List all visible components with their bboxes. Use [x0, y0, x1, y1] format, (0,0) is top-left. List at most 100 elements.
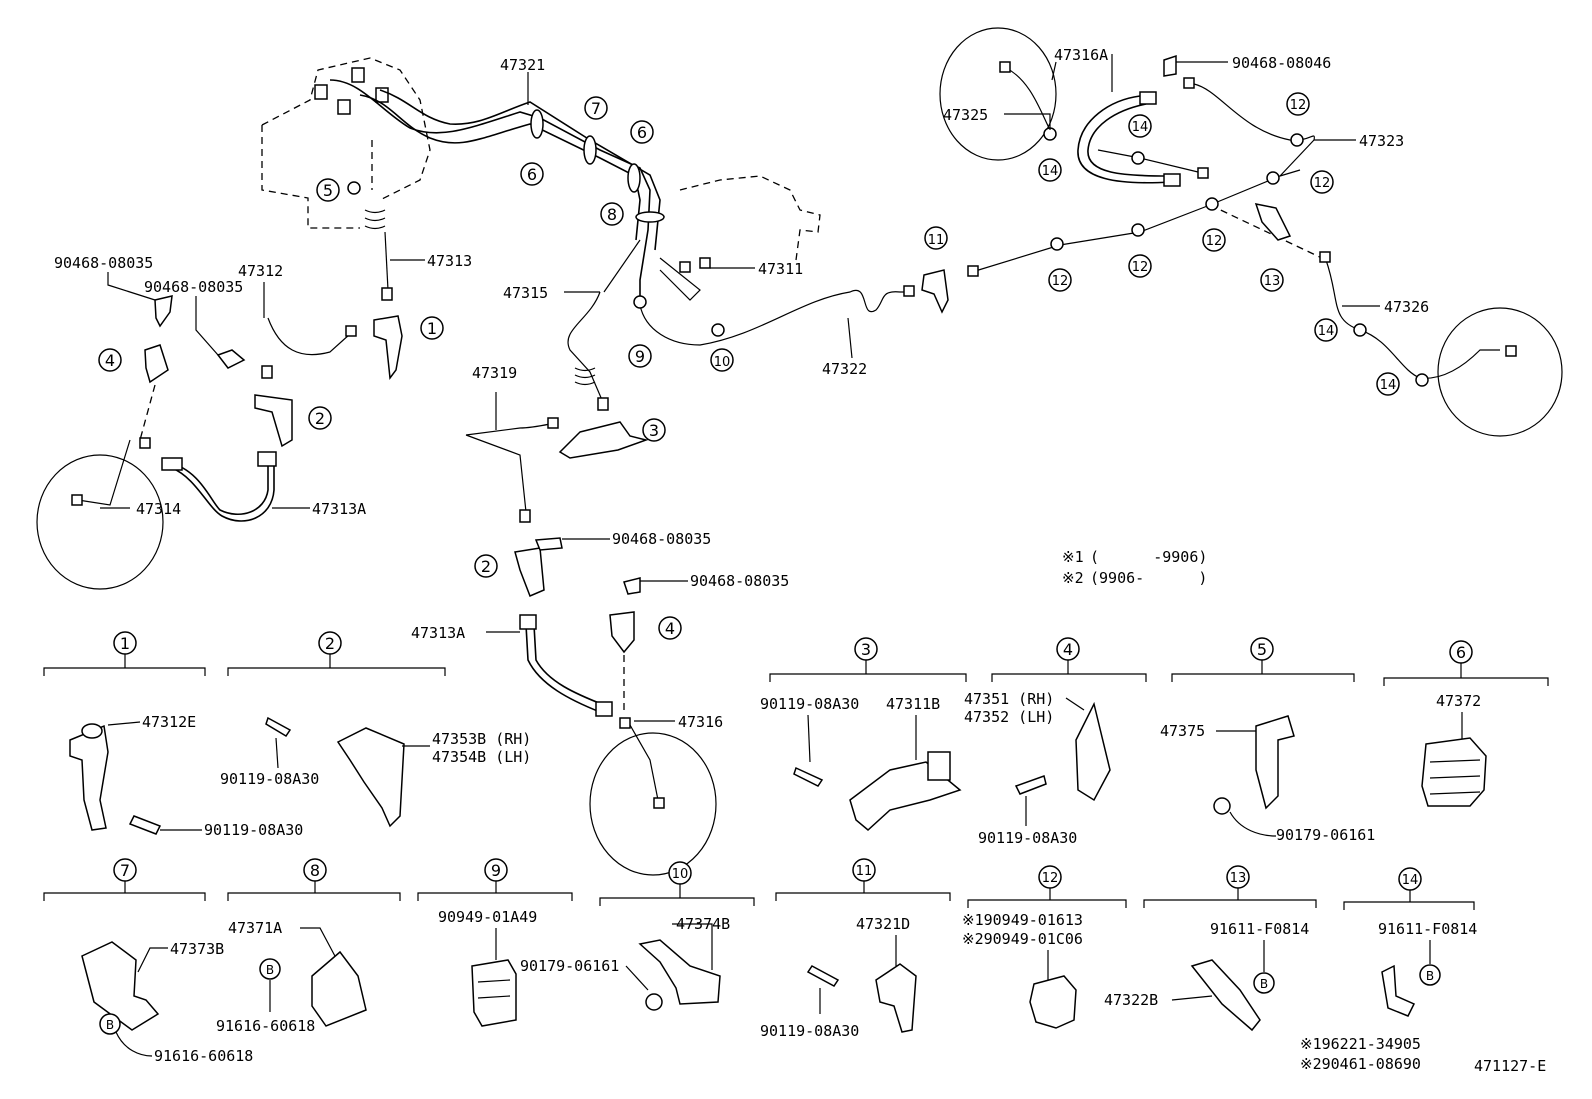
fitting [699, 257, 711, 269]
fitting [381, 287, 393, 301]
fitting [547, 417, 559, 429]
fitting [1197, 167, 1209, 179]
part-47372 [1421, 737, 1487, 807]
fitting [1505, 345, 1517, 357]
label-90468-08035-b: 90468-08035 [144, 278, 243, 296]
ref-12d: 12 [1314, 176, 1331, 191]
label-47351: 47351 (RH) [964, 690, 1054, 708]
part-47373B [81, 941, 160, 1031]
group-6-number: 6 [1456, 643, 1466, 662]
bolt [793, 766, 824, 787]
bracket-4 [144, 344, 169, 384]
group-9-number: 9 [491, 861, 501, 880]
part-90949-01A49 [471, 959, 517, 1027]
label-47325: 47325 [943, 106, 988, 124]
group-12-number: 12 [1042, 871, 1059, 886]
detail-group-12: 12 ※190949-01613 ※290949-01C06 [962, 865, 1127, 1029]
label-47321D: 47321D [856, 915, 910, 933]
marker-B-g13: B [1260, 977, 1268, 991]
label-90468-08035-c: 90468-08035 [612, 530, 711, 548]
fitting [1183, 77, 1195, 89]
label-g8-91616: 91616-60618 [216, 1017, 315, 1035]
part-47375 [1255, 715, 1295, 810]
fitting [261, 365, 273, 379]
bolt [1014, 775, 1047, 795]
group-2-number: 2 [325, 634, 335, 653]
clip [623, 577, 641, 595]
marker-B-g8: B [266, 963, 274, 977]
hose-end [161, 457, 183, 471]
note-2-text: (9906- ) [1090, 569, 1207, 587]
part-47353B [336, 727, 405, 828]
diagram-id: 471127-E [1474, 1057, 1546, 1075]
label-47314: 47314 [136, 500, 181, 518]
label-47316: 47316 [678, 713, 723, 731]
fitting [967, 265, 979, 277]
ref-7: 7 [591, 99, 601, 118]
detail-group-2: 2 90119-08A30 47353B (RH) 47354B (LH) [220, 631, 531, 828]
label-g1-90119: 90119-08A30 [204, 821, 303, 839]
footnotes: ※1 ( -9906) ※2 (9906- ) [1062, 548, 1207, 587]
group-7-number: 7 [120, 861, 130, 880]
group-4-number: 4 [1063, 640, 1073, 659]
detail-group-8: 8 47371A B 91616-60618 [216, 858, 401, 1035]
ref-4b: 4 [665, 619, 675, 638]
nut [1213, 797, 1231, 815]
detail-group-3: 3 90119-08A30 47311B [760, 637, 967, 831]
part-47351 [1075, 701, 1111, 802]
fitting [139, 437, 151, 449]
label-g14-96221: ※196221-34905 [1300, 1035, 1421, 1053]
label-g4-90119: 90119-08A30 [978, 829, 1077, 847]
fitting [345, 325, 357, 337]
label-47313: 47313 [427, 252, 472, 270]
ref-3: 3 [649, 421, 659, 440]
ref-6b: 6 [637, 123, 647, 142]
part-96221 [1381, 964, 1416, 1017]
label-47321: 47321 [500, 56, 545, 74]
label-47375: 47375 [1160, 722, 1205, 740]
group-11-number: 11 [856, 864, 873, 879]
ref-12e: 12 [1290, 98, 1307, 113]
marker-B-g14: B [1426, 969, 1434, 983]
hose-end [595, 701, 613, 717]
fitting [679, 261, 691, 273]
label-47322B: 47322B [1104, 991, 1158, 1009]
bracket-4-center [609, 611, 635, 654]
fitting [597, 397, 609, 411]
detail-group-6: 6 47372 [1383, 640, 1549, 807]
label-g11-90119: 90119-08A30 [760, 1022, 859, 1040]
fitting [999, 61, 1011, 73]
label-47353B: 47353B (RH) [432, 730, 531, 748]
part-47312E [69, 724, 109, 831]
label-g14-90461: ※290461-08690 [1300, 1055, 1421, 1073]
ref-6: 6 [527, 165, 537, 184]
clip [216, 349, 246, 369]
fitting [619, 717, 631, 729]
clamp [583, 135, 597, 165]
label-47315: 47315 [503, 284, 548, 302]
label-47352: 47352 (LH) [964, 708, 1054, 726]
detail-group-5: 5 47375 90179-06161 [1160, 637, 1375, 844]
ref-5: 5 [323, 181, 333, 200]
label-47354B: 47354B (LH) [432, 748, 531, 766]
ref-14b: 14 [1042, 164, 1059, 179]
group-1-number: 1 [120, 634, 130, 653]
fitting [1319, 251, 1331, 263]
part-47374B [638, 939, 721, 1005]
group-14-number: 14 [1402, 873, 1419, 888]
ref-10: 10 [714, 355, 731, 370]
label-47323: 47323 [1359, 132, 1404, 150]
hose-end [519, 614, 537, 630]
detail-group-11: 11 47321D 90119-08A30 [760, 858, 951, 1040]
callout-labels: 47321 47313 47312 90468-08035 90468-0803… [54, 46, 1429, 731]
label-47313A-b: 47313A [411, 624, 465, 642]
bracket-13 [1254, 203, 1292, 241]
clip [1163, 54, 1177, 77]
label-47319: 47319 [472, 364, 517, 382]
detail-group-9: 9 90949-01A49 [417, 858, 573, 1027]
fitting [337, 99, 351, 115]
bolt [265, 716, 292, 738]
clip [534, 537, 563, 551]
clamp [635, 211, 665, 223]
